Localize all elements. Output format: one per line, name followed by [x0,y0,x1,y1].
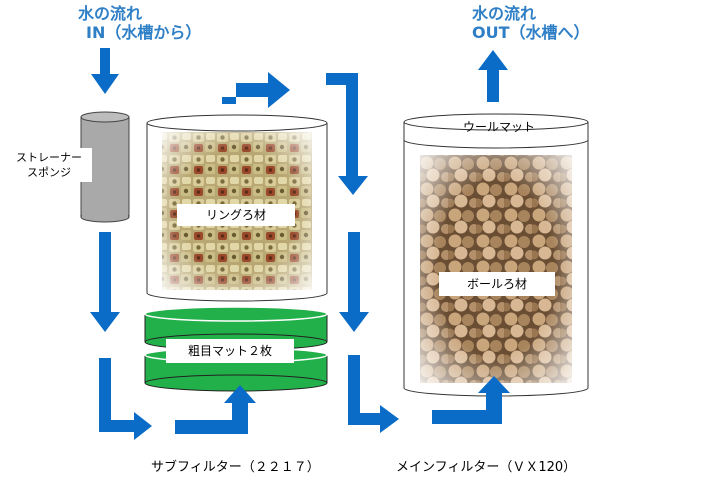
wool-mat-label: ウールマット [462,120,535,134]
arrow-down-icon [326,73,368,195]
arrow-right-icon [348,355,399,433]
inflow-title: 水の流れ [78,4,143,23]
arrow-up-icon [175,385,256,434]
sub-filter-caption: サブフィルター（２２１７） [151,460,320,475]
arrow-down-icon [90,232,120,332]
arrow-down-icon [91,48,119,94]
inflow-label: 水の流れ IN（水槽から） [78,4,201,42]
arrow-up-icon [478,50,508,102]
ring-media-label: リングろ材 [177,204,295,226]
outflow-title: 水の流れ [472,4,537,23]
inflow-subtitle: IN（水槽から） [86,23,202,42]
coarse-mat-label: 粗目マット２枚 [166,339,294,363]
strainer-sponge-label: ストレーナー スポンジ [6,148,92,182]
ball-media-label: ボールろ材 [439,272,555,296]
outflow-label: 水の流れ OUT（水槽へ） [472,4,590,42]
strainer-label-line2: スポンジ [27,166,71,179]
arrow-down-icon [339,232,369,332]
arrow-right-icon [99,358,152,440]
strainer-label-line1: ストレーナー [16,151,82,164]
strainer-sponge [80,111,130,223]
main-filter-caption: メインフィルター（ＶＸ120） [396,460,577,475]
main-filter-canister [403,113,589,397]
arrow-right-icon [222,72,290,108]
outflow-subtitle: OUT（水槽へ） [472,23,590,42]
arrow-up-icon [432,376,510,424]
